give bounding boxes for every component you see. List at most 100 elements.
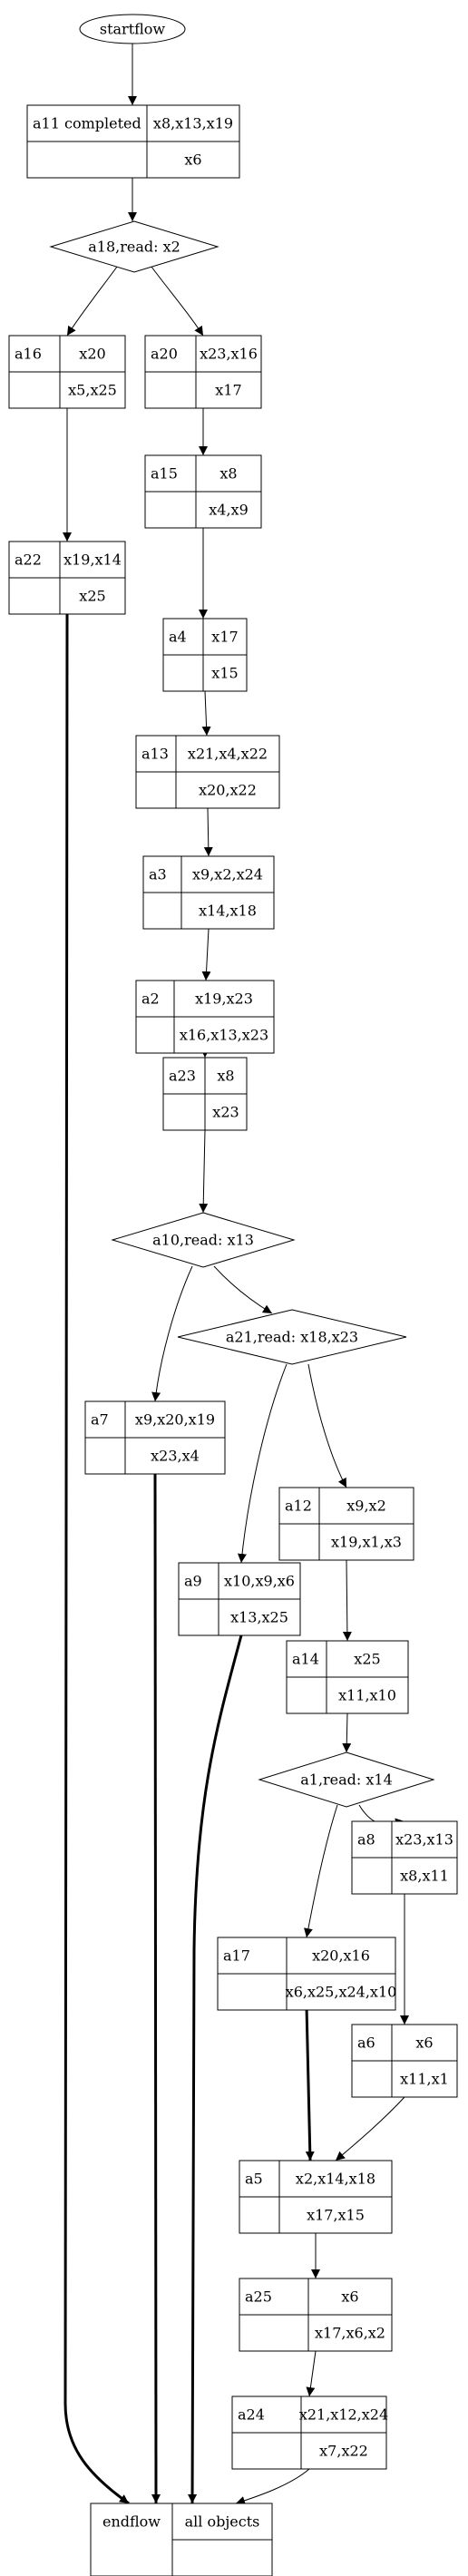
action-node-reads: x8 [219, 465, 237, 483]
action-node-reads: x19,x23 [195, 990, 253, 1008]
action-node-writes: x4,x9 [209, 502, 249, 519]
action-node-label: a16 [15, 346, 42, 363]
action-node-writes: x23 [212, 1104, 239, 1121]
action-node-reads: x9,x20,x19 [135, 1411, 215, 1429]
action-node-label: a23 [169, 1068, 196, 1085]
action-node-reads: x21,x12,x24 [299, 2406, 388, 2424]
end-node-objects: all objects [185, 2513, 260, 2531]
action-node-a23: a23 x8 x23 [162, 1057, 248, 1131]
action-node-reads: x23,x13 [395, 1831, 453, 1849]
action-node-a5: a5 x2,x14,x18 x17,x15 [239, 2160, 393, 2234]
action-node-reads: x19,x14 [63, 551, 122, 569]
action-node-reads: x20,x16 [312, 1947, 370, 1965]
edge-a18-a20 [148, 262, 204, 337]
action-node-reads: x17 [211, 629, 238, 646]
decision-node-a10: a10,read: x13 [111, 1212, 296, 1268]
action-node-label: a25 [245, 2288, 272, 2306]
edge-layer [63, 44, 409, 2505]
decision-node-shape [49, 220, 219, 273]
action-node-a25: a25 x6 x17,x6,x2 [239, 2278, 393, 2352]
action-node-writes: x14,x18 [199, 903, 257, 920]
action-node-label: a6 [357, 2034, 375, 2052]
action-node-reads: x8,x13,x19 [153, 115, 233, 132]
action-node-label: a8 [357, 1831, 375, 1849]
action-node-writes: x17,x6,x2 [315, 2325, 385, 2342]
edge-a14-a1 [342, 1712, 352, 1753]
action-node-writes: x25 [79, 588, 105, 605]
action-node-a15: a15 x8 x4,x9 [144, 454, 262, 529]
decision-node-label: a18,read: x2 [88, 239, 180, 256]
edge-a12-a14 [342, 1559, 352, 1642]
action-node-reads: x23,x16 [200, 346, 258, 363]
action-node-label: a11 completed [33, 115, 141, 132]
end-node: endflow all objects [90, 2503, 273, 2576]
action-node-writes: x8,x11 [400, 1868, 449, 1885]
action-node-a24: a24 x21,x12,x24 x7,x22 [231, 2395, 388, 2470]
decision-node-shape [111, 1212, 296, 1268]
action-node-a20: a20 x23,x16 x17 [144, 335, 262, 409]
decision-node-a18: a18,read: x2 [49, 220, 219, 273]
start-node-shape [79, 14, 186, 44]
action-node-writes: x13,x25 [230, 1609, 288, 1626]
action-node-label: a22 [15, 551, 42, 569]
edge-a24-end [235, 2468, 310, 2505]
edge-a13-a3 [203, 807, 213, 857]
action-node-a6: a6 x6 x11,x1 [351, 2024, 458, 2098]
action-node-label: a20 [151, 346, 178, 363]
action-node-writes: x7,x22 [319, 2443, 368, 2460]
edge-a3-a2 [201, 928, 211, 981]
action-node-writes: x5,x25 [68, 382, 117, 399]
action-node-writes: x11,x1 [400, 2071, 449, 2088]
edge-a21-a12 [307, 1363, 347, 1488]
action-node-a9: a9 x10,x9,x6 x13,x25 [178, 1562, 301, 1636]
start-node-label: startflow [100, 21, 166, 38]
action-node-reads: x6 [341, 2288, 358, 2306]
end-node-label: endflow [102, 2513, 161, 2531]
action-node-label: a24 [238, 2406, 265, 2424]
action-node-label: a15 [151, 465, 178, 483]
action-node-label: a9 [184, 1573, 202, 1590]
edge-a4-a13 [201, 690, 211, 737]
edge-a23-a10 [199, 1129, 209, 1214]
edge-a25-a24 [306, 2350, 317, 2397]
edge-a1-a17 [304, 1804, 338, 1938]
action-node-writes: x17,x15 [307, 2207, 365, 2224]
action-node-reads: x25 [354, 1651, 380, 1668]
action-node-writes: x17 [215, 382, 241, 399]
edge-a22-end [63, 613, 130, 2505]
action-node-reads: x10,x9,x6 [224, 1573, 295, 1590]
action-node-reads: x20 [79, 346, 105, 363]
action-node-label: a12 [285, 1498, 312, 1515]
decision-node-label: a10,read: x13 [152, 1232, 254, 1249]
action-node-writes: x11,x10 [338, 1687, 396, 1704]
edge-a10-a21 [213, 1265, 273, 1314]
action-node-writes: x23,x4 [151, 1448, 200, 1465]
action-node-label: a5 [245, 2171, 263, 2188]
action-node-writes: x6 [184, 151, 201, 169]
action-node-label: a17 [223, 1947, 250, 1965]
start-node: startflow [79, 14, 186, 44]
decision-node-a1: a1,read: x14 [258, 1751, 435, 1808]
edge-a18-a16 [66, 262, 121, 337]
action-node-reads: x21,x4,x22 [188, 746, 268, 763]
action-node-label: a7 [91, 1411, 109, 1429]
action-node-reads: x2,x14,x18 [296, 2171, 375, 2188]
node-layer: startflow endflow all objects a11 completed… [8, 14, 458, 2576]
action-node-label: a14 [292, 1651, 319, 1668]
edge-a9-end [188, 1634, 243, 2504]
decision-node-shape [258, 1751, 435, 1808]
action-node-reads: x8 [217, 1068, 234, 1085]
decision-node-label: a21,read: x18,x23 [226, 1329, 358, 1346]
action-node-a14: a14 x25 x11,x10 [286, 1640, 409, 1714]
edge-a21-a9 [237, 1363, 288, 1564]
action-node-label: a3 [149, 866, 167, 883]
action-node-reads: x9,x2 [346, 1498, 386, 1515]
edge-a6-a5 [335, 2096, 405, 2161]
action-node-reads: x6 [415, 2034, 433, 2052]
edge-a10-a7 [151, 1265, 193, 1402]
